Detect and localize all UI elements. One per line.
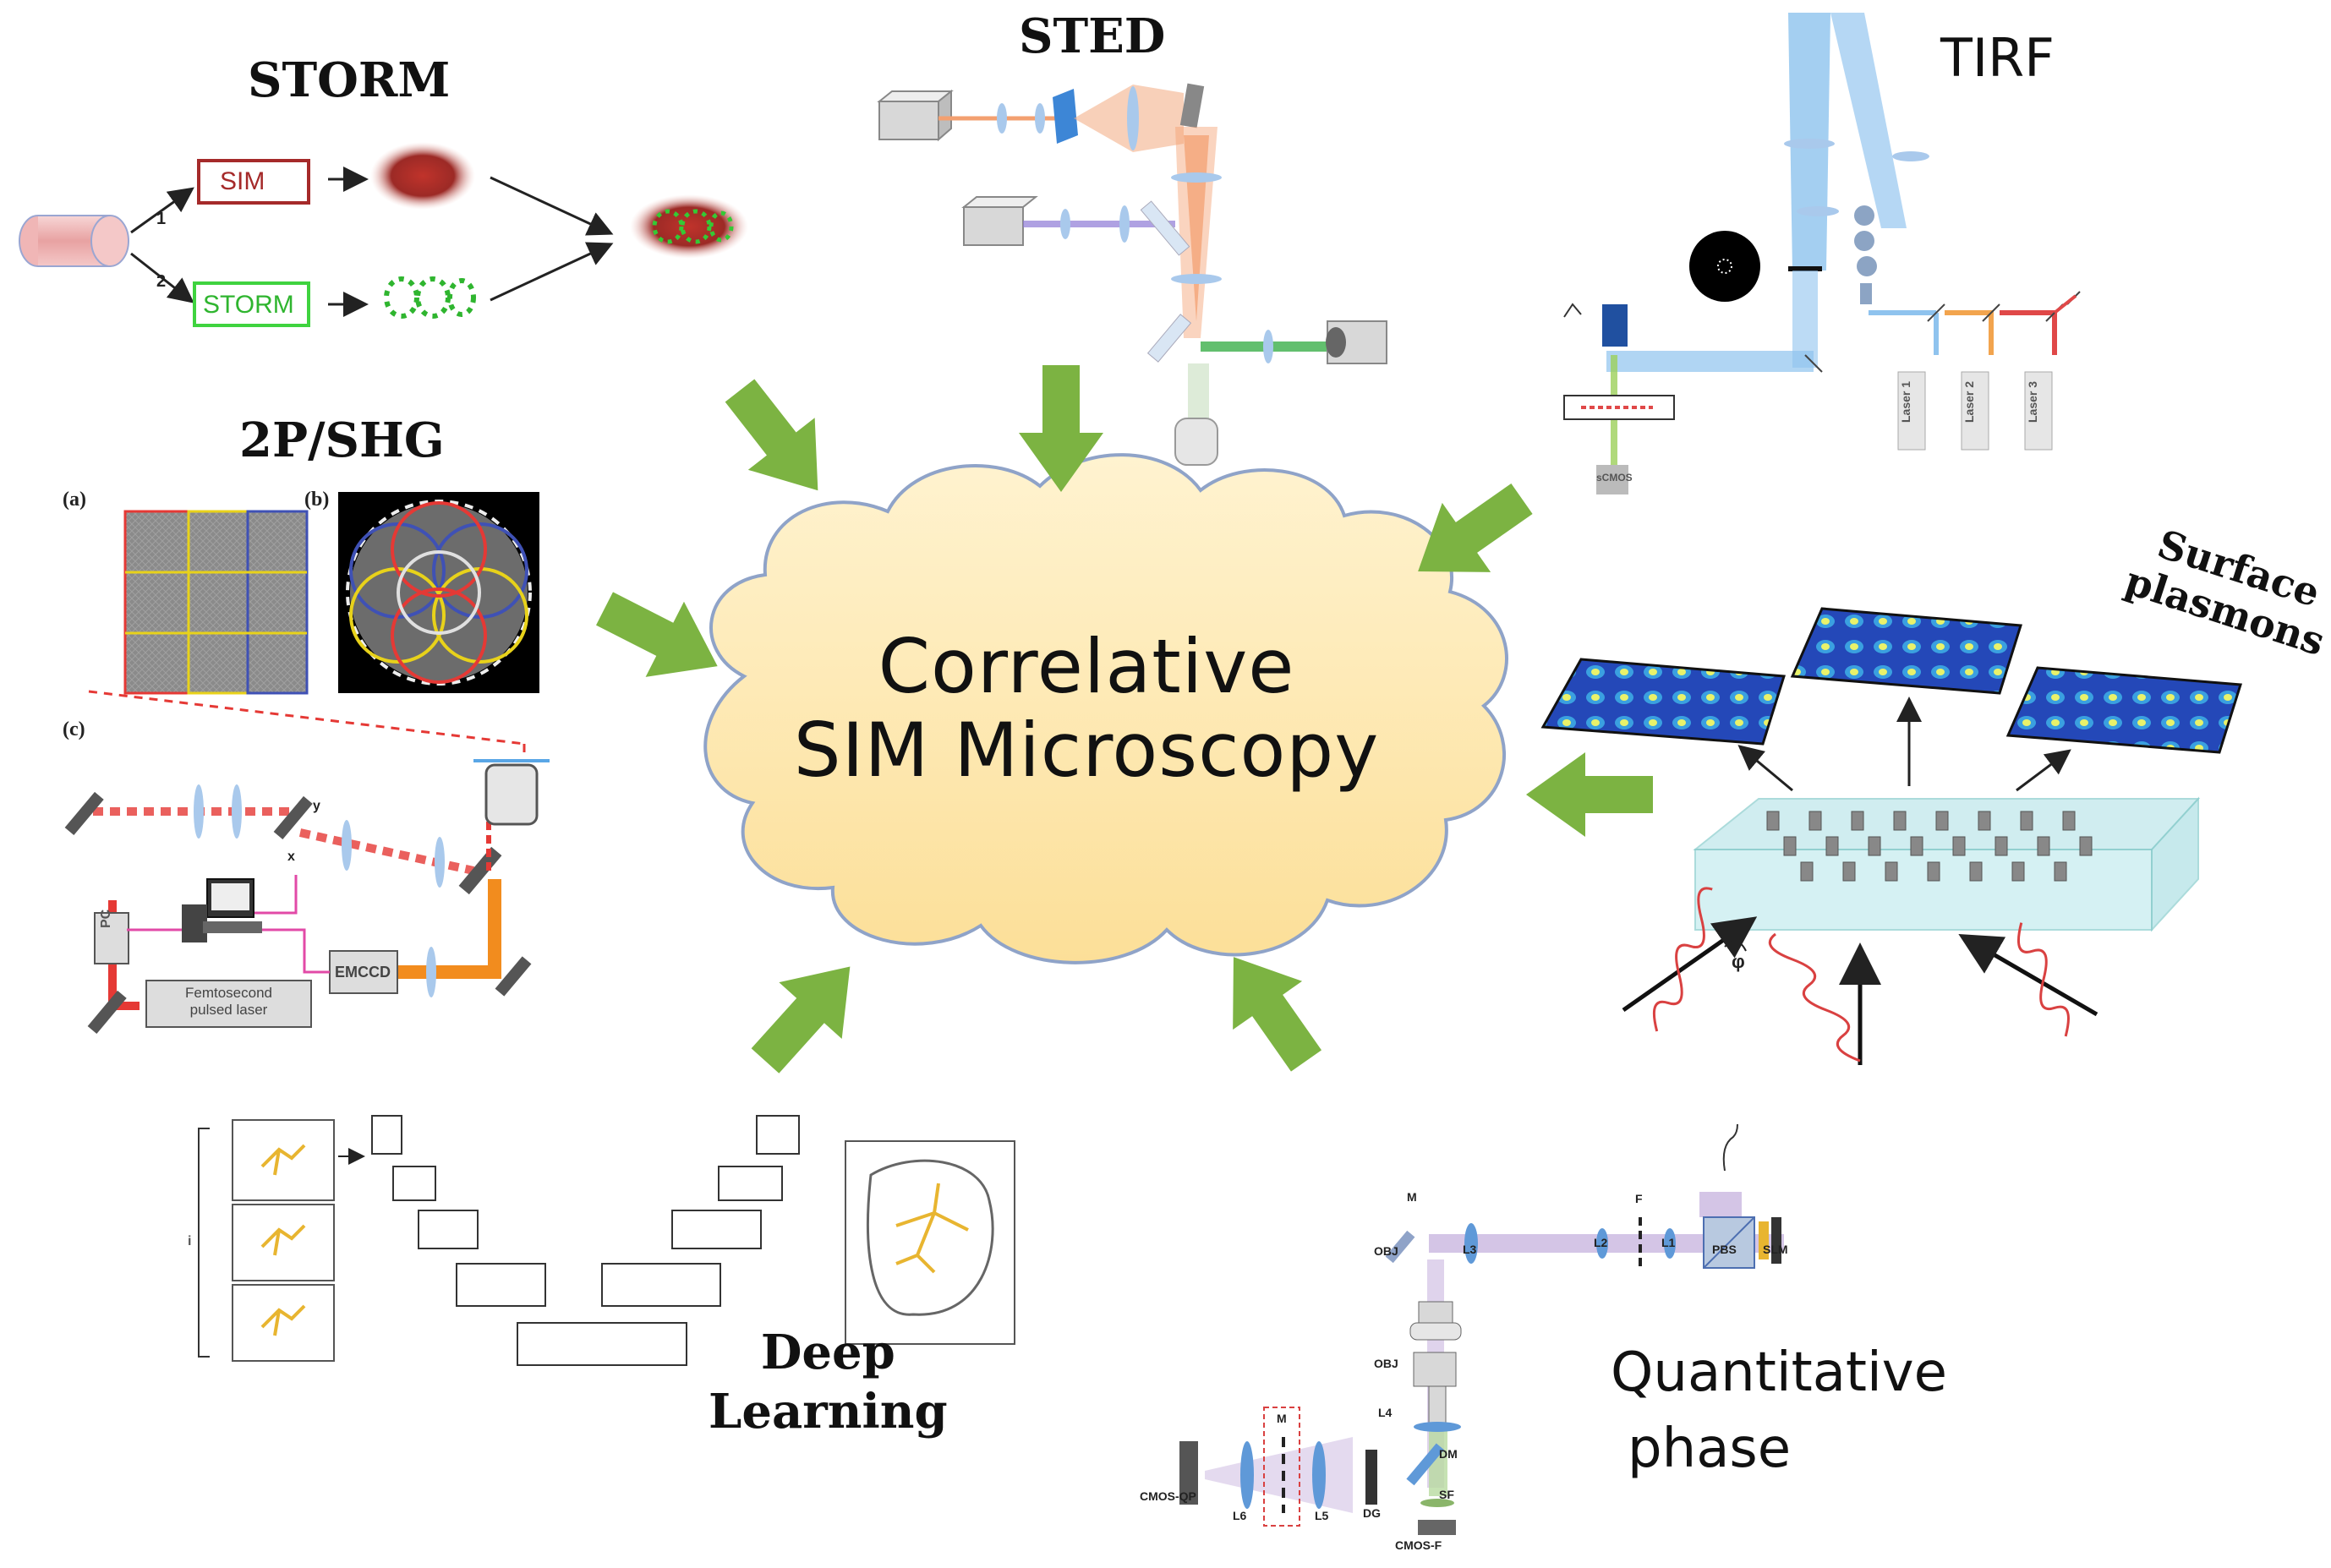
qpi-title-line1: Quantitative bbox=[1611, 1341, 1948, 1404]
twop-pc-label: PC bbox=[99, 909, 113, 928]
qpi-label-dg: DG bbox=[1363, 1506, 1381, 1520]
qpi-label-pbs: PBS bbox=[1712, 1243, 1737, 1256]
tirf-title: TIRF bbox=[1940, 27, 2055, 89]
tirf-diagram bbox=[1563, 13, 2081, 494]
center-title: Correlative SIM Microscopy bbox=[736, 623, 1437, 794]
twop-title: 2P/SHG bbox=[239, 412, 445, 468]
qpi-label-dm: DM bbox=[1439, 1447, 1458, 1461]
qpi-label-obj2: OBJ bbox=[1374, 1357, 1398, 1370]
surface-phi-label: φ bbox=[1732, 951, 1745, 972]
twop-panel-b-label: (b) bbox=[304, 489, 330, 511]
deep-title-line1: Deep bbox=[760, 1325, 895, 1380]
deep-title-line2: Learning bbox=[709, 1384, 948, 1440]
quantitative-phase-diagram bbox=[1179, 1123, 1784, 1535]
qpi-label-obj1: OBJ bbox=[1374, 1244, 1398, 1258]
tirf-laser1-label: Laser 1 bbox=[1899, 380, 1912, 423]
qpi-label-cmos-qp: CMOS-QP bbox=[1140, 1489, 1196, 1503]
tirf-camera-label: sCMOS bbox=[1596, 472, 1633, 484]
storm-storm-box-label: STORM bbox=[203, 291, 294, 319]
qpi-label-cmos-f: CMOS-F bbox=[1395, 1538, 1442, 1552]
arrow-storm bbox=[725, 379, 818, 491]
tirf-laser3-label: Laser 3 bbox=[2026, 380, 2039, 423]
twop-panel-a-label: (a) bbox=[63, 489, 86, 511]
qpi-label-l4: L4 bbox=[1378, 1406, 1393, 1419]
arrow-qpi bbox=[1233, 957, 1322, 1072]
deep-bracket-label: i bbox=[188, 1234, 192, 1248]
tirf-laser2-label: Laser 2 bbox=[1962, 380, 1976, 423]
central-cloud bbox=[703, 453, 1508, 964]
storm-title: STORM bbox=[248, 52, 451, 108]
sted-diagram bbox=[877, 83, 1387, 466]
twop-laser-label: Femtosecond pulsed laser bbox=[150, 985, 307, 1019]
twop-diagram bbox=[64, 492, 550, 1034]
qpi-label-sf: SF bbox=[1439, 1488, 1454, 1501]
deep-learning-diagram bbox=[198, 1115, 1015, 1366]
twop-x-label: x bbox=[287, 850, 295, 864]
deep-title: Deep Learning bbox=[709, 1323, 948, 1441]
surface-plasmons-diagram bbox=[1540, 607, 2242, 1065]
storm-sim-box-label: SIM bbox=[220, 167, 265, 195]
qpi-label-f: F bbox=[1635, 1192, 1643, 1205]
storm-diagram bbox=[19, 142, 748, 327]
qpi-label-l2: L2 bbox=[1594, 1236, 1608, 1249]
qpi-label-l3: L3 bbox=[1463, 1243, 1477, 1256]
qpi-label-l5: L5 bbox=[1315, 1509, 1329, 1522]
center-title-line1: Correlative bbox=[878, 623, 1295, 710]
green-arrows bbox=[596, 365, 1653, 1074]
qpi-label-l1: L1 bbox=[1661, 1236, 1676, 1249]
qpi-title-line2: phase bbox=[1628, 1417, 1792, 1480]
twop-laser-line1: Femtosecond bbox=[185, 985, 272, 1001]
arrow-2p bbox=[596, 592, 718, 677]
twop-laser-line2: pulsed laser bbox=[189, 1002, 268, 1019]
qpi-label-l6: L6 bbox=[1233, 1509, 1247, 1522]
arrow-deep bbox=[751, 966, 851, 1074]
qpi-label-m-box: M bbox=[1277, 1412, 1287, 1425]
arrow-sted bbox=[1019, 365, 1103, 492]
storm-path2-label: 2 bbox=[156, 272, 167, 291]
twop-detector-label: EMCCD bbox=[335, 964, 391, 981]
storm-path1-label: 1 bbox=[156, 210, 167, 228]
qpi-label-slm: SLM bbox=[1763, 1243, 1788, 1256]
twop-panel-c-label: (c) bbox=[63, 718, 85, 740]
arrow-surface bbox=[1526, 752, 1653, 837]
twop-y-label: y bbox=[313, 799, 320, 813]
arrow-tirf bbox=[1418, 483, 1533, 572]
sted-title: STED bbox=[1019, 8, 1166, 64]
qpi-title: Quantitative phase bbox=[1611, 1336, 1947, 1487]
center-title-line2: SIM Microscopy bbox=[793, 706, 1380, 794]
qpi-label-m-top: M bbox=[1407, 1190, 1417, 1204]
